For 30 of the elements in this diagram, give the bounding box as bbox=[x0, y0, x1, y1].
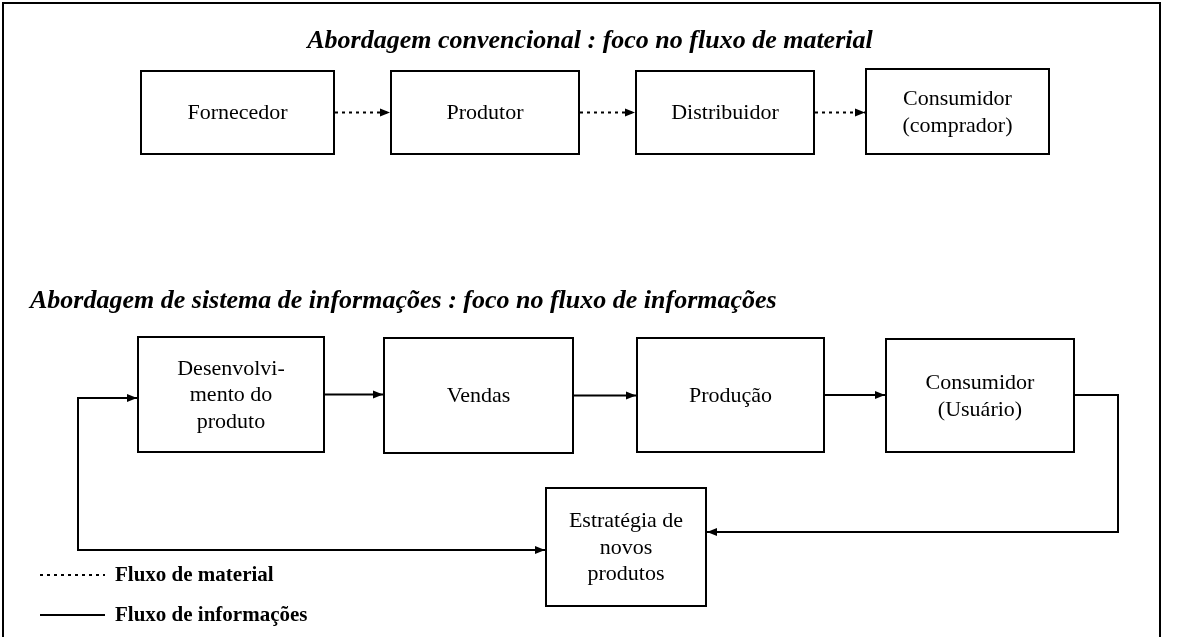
process-box bbox=[383, 337, 574, 454]
box-label: Vendas bbox=[445, 382, 512, 409]
section-heading: Abordagem de sistema de informações : foco no fluxo de informações bbox=[30, 285, 777, 315]
box-label: Consumidor (comprador) bbox=[901, 85, 1014, 138]
box-label: Distribuidor bbox=[670, 99, 780, 126]
box-label: Fornecedor bbox=[186, 99, 289, 126]
arrow bbox=[814, 108, 866, 117]
box-label: Desenvolvi- mento do produto bbox=[176, 354, 286, 435]
arrow bbox=[77, 394, 546, 554]
box-label: Estratégia de novos produtos bbox=[567, 507, 685, 587]
legend-label: Fluxo de material bbox=[115, 562, 274, 587]
legend-label: Fluxo de informações bbox=[115, 602, 308, 627]
arrow bbox=[573, 391, 637, 400]
arrow bbox=[824, 391, 886, 399]
process-box bbox=[137, 336, 325, 453]
arrow bbox=[324, 390, 384, 399]
box-label: Produtor bbox=[445, 99, 525, 126]
section-heading: Abordagem convencional : foco no fluxo de material bbox=[307, 25, 873, 55]
arrow bbox=[334, 108, 391, 117]
arrow bbox=[706, 394, 1119, 536]
process-box bbox=[545, 487, 707, 607]
process-box bbox=[635, 70, 815, 155]
box-label: Produção bbox=[687, 381, 774, 409]
process-box bbox=[636, 337, 825, 453]
process-box bbox=[390, 70, 580, 155]
process-box bbox=[865, 68, 1050, 155]
box-label: Consumidor (Usuário) bbox=[924, 369, 1036, 422]
process-box bbox=[885, 338, 1075, 453]
process-box bbox=[140, 70, 335, 155]
arrow bbox=[579, 108, 636, 117]
